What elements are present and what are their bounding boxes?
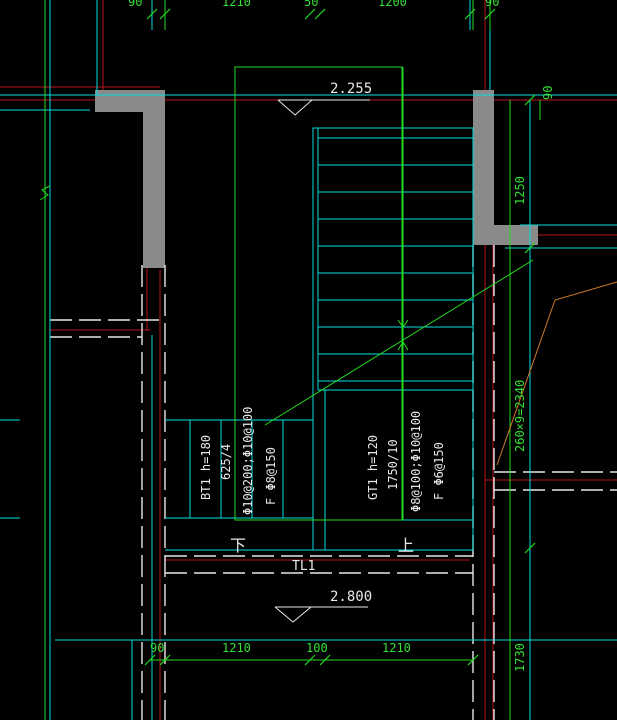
- flight-right-line2: 1750/10: [386, 439, 400, 490]
- dim-top-mid: 50: [304, 0, 318, 9]
- wall-outlines: [50, 245, 617, 720]
- flight-right-line1: GT1 h=120: [366, 435, 380, 500]
- dim-bottom-span-right: 1210: [382, 641, 411, 655]
- dimension-tick: [146, 8, 158, 20]
- dim-top-right: 90: [485, 0, 499, 9]
- flight-left-line2: 625/4: [219, 444, 233, 480]
- flight-left-annotation: BT1 h=180 625/4 Φ10@200;Φ10@100 F Φ8@150: [199, 407, 278, 515]
- dim-top-left: 90: [128, 0, 142, 9]
- wall-right-corner: [473, 90, 538, 245]
- dim-top-span-left: 1210: [222, 0, 251, 9]
- dimension-ticks: [144, 8, 536, 666]
- dim-bottom-left: 90: [150, 641, 164, 655]
- up-arrow-text: 上: [398, 536, 414, 555]
- dimension-tick: [524, 242, 536, 254]
- level-upper-text: 2.255: [330, 81, 372, 97]
- dim-right-steps: 260×9=2340: [513, 380, 527, 452]
- level-marker-lower: 2.800: [274, 589, 372, 623]
- walls: [95, 90, 538, 268]
- dim-bottom-mid: 100: [306, 641, 328, 655]
- down-arrow-text: 下: [230, 536, 246, 555]
- flight-left-line3: Φ10@200;Φ10@100: [241, 407, 255, 515]
- flight-right-annotation: GT1 h=120 1750/10 Φ8@100;Φ10@100 F Φ6@15…: [366, 411, 446, 512]
- flight-left-line1: BT1 h=180: [199, 435, 213, 500]
- dim-bottom-span-left: 1210: [222, 641, 251, 655]
- level-lower-text: 2.800: [330, 589, 372, 605]
- flight-right-line4: F Φ6@150: [432, 442, 446, 500]
- dimension-tick: [524, 542, 536, 554]
- stair-treads: [189, 137, 473, 518]
- orange-line: [496, 281, 617, 466]
- dimension-tick: [314, 8, 326, 20]
- dimension-texts: 90 1210 50 1200 90 90 1250 260×9=2340 17…: [128, 0, 555, 672]
- dim-right-top: 90: [541, 86, 555, 100]
- beam-label: TL1: [292, 559, 315, 574]
- dim-top-span-right: 1200: [378, 0, 407, 9]
- dimension-tick: [304, 8, 316, 20]
- green-lines: [39, 0, 541, 720]
- level-marker-upper: 2.255: [277, 81, 372, 116]
- dimension-tick: [524, 94, 536, 106]
- wall-left-corner: [95, 90, 165, 268]
- dim-right-bottom: 1730: [513, 643, 527, 672]
- dim-right-1250: 1250: [513, 176, 527, 205]
- flight-left-line4: F Φ8@150: [264, 447, 278, 505]
- flight-right-line3: Φ8@100;Φ10@100: [409, 411, 423, 512]
